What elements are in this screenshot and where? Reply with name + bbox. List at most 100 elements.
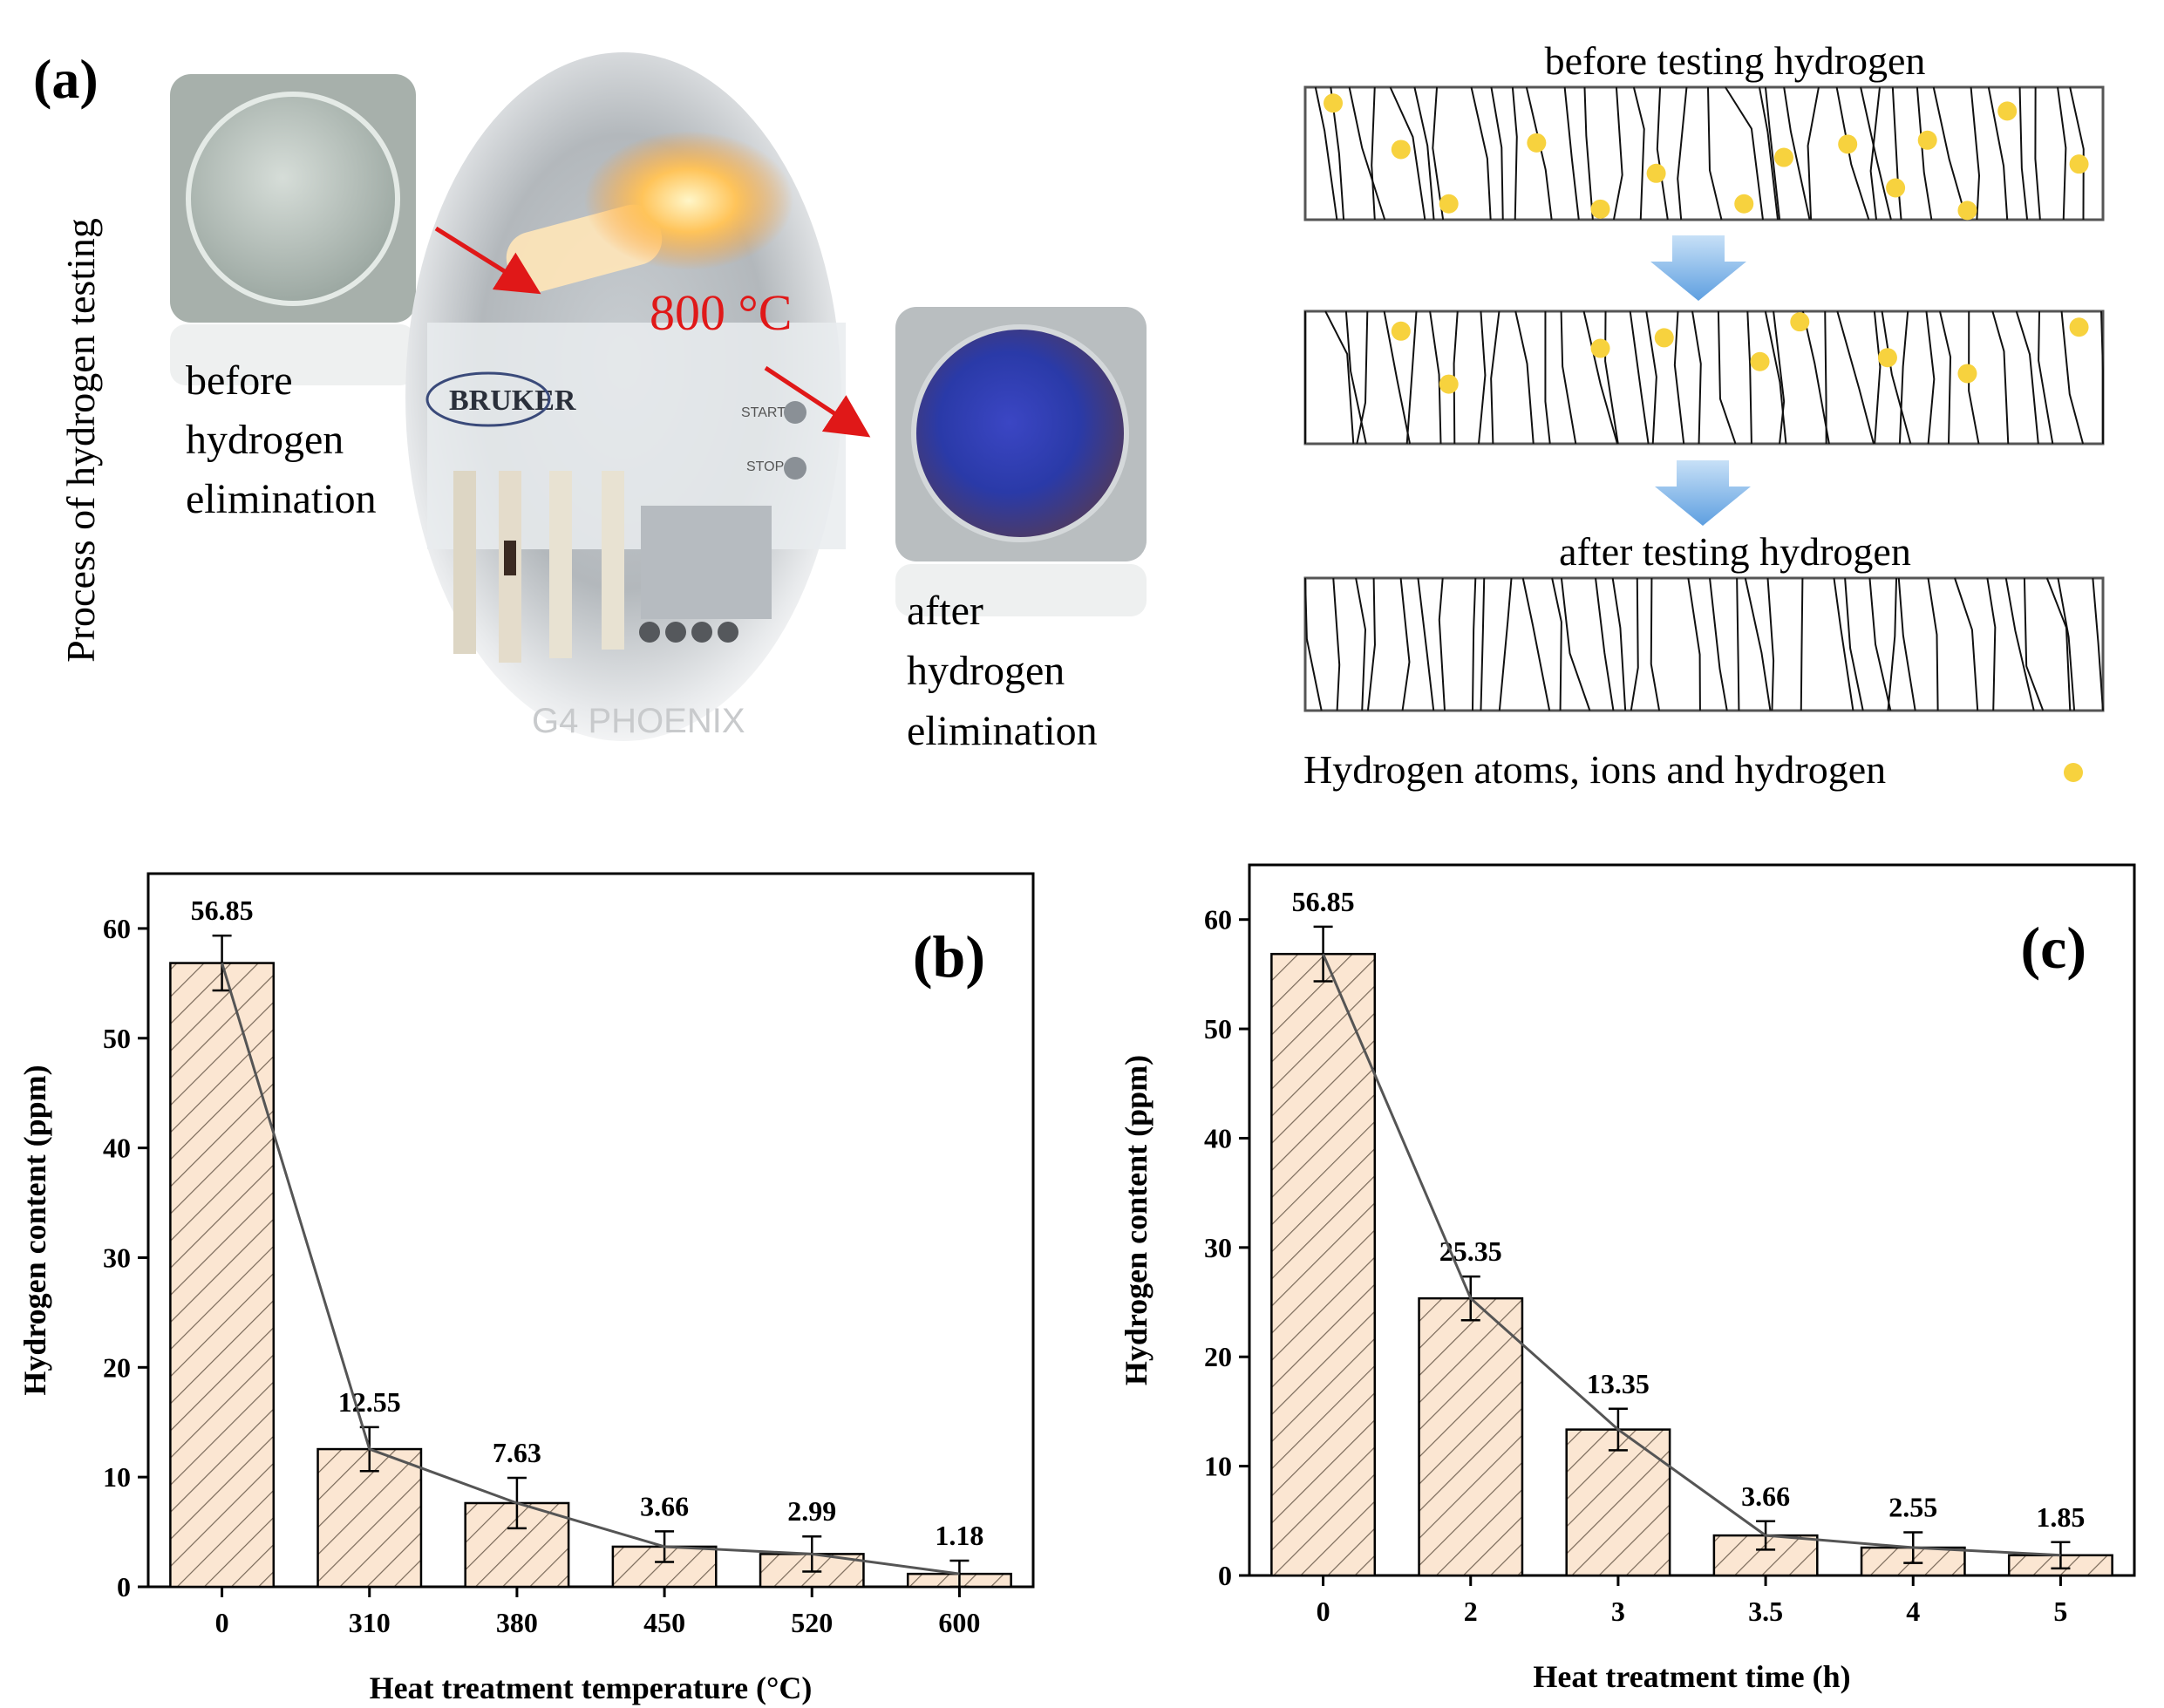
grain-boundary — [1709, 577, 1728, 711]
grain-boundary — [1560, 310, 1577, 445]
grain-boundary — [1736, 577, 1740, 711]
schematic: before testing hydrogen after testing hy… — [1303, 38, 2105, 792]
bar — [1565, 1428, 1671, 1577]
grain-boundary — [1925, 310, 1936, 445]
grain-boundary — [1824, 310, 1827, 445]
data-label: 56.85 — [191, 895, 254, 926]
hydrogen-atom-legend-icon — [2064, 763, 2083, 782]
hydrogen-atom-icon — [1391, 139, 1411, 160]
grain-strip-border — [1303, 85, 2105, 221]
data-label: 25.35 — [1439, 1235, 1502, 1267]
grain-boundary — [1490, 86, 1504, 221]
hydrogen-atom-icon — [1654, 328, 1674, 348]
grain-boundary — [1932, 86, 1968, 221]
after-sample-reflection — [895, 564, 1147, 616]
grain-boundary — [1521, 577, 1551, 711]
red-arrow-in — [434, 226, 541, 295]
furnace-glow — [584, 131, 793, 270]
x-tick-label: 600 — [938, 1607, 980, 1638]
grain-boundary — [1916, 86, 1933, 221]
grain-boundary — [1583, 86, 1594, 221]
grain-boundary — [1389, 86, 1426, 221]
grain-boundary — [1991, 310, 2010, 445]
bar — [1418, 1296, 1524, 1577]
before-sample-reflection — [170, 324, 416, 385]
grain-boundary — [1324, 310, 1355, 445]
grain-boundary — [1478, 310, 1487, 445]
grain-boundary — [1881, 310, 1912, 445]
grain-boundary — [1844, 577, 1864, 711]
hydrogen-atom-icon — [1734, 194, 1754, 214]
data-label: 2.55 — [1888, 1491, 1937, 1522]
grain-strip-border — [1303, 576, 2105, 712]
grain-boundary — [1563, 86, 1580, 221]
grain-boundary — [1673, 310, 1685, 445]
grain-boundary — [1525, 86, 1553, 221]
x-tick-label: 520 — [791, 1607, 833, 1638]
grain-boundary — [1551, 577, 1562, 711]
grain-boundary — [1490, 310, 1501, 445]
grain-boundary — [1887, 577, 1898, 711]
hydrogen-atom-icon — [1527, 133, 1547, 153]
start-label: START — [741, 405, 786, 420]
grain-boundary — [1560, 577, 1591, 711]
grain-boundary — [1413, 86, 1435, 221]
bruker-logo-icon — [425, 371, 551, 427]
grain-boundary — [1453, 310, 1459, 445]
grain-boundary — [1970, 86, 1981, 221]
x-axis-title: Heat treatment time (h) — [1533, 1659, 1850, 1694]
y-tick-label: 30 — [1204, 1232, 1232, 1263]
hydrogen-atom-icon — [1646, 163, 1666, 183]
hydrogen-atom-icon — [1774, 147, 1793, 167]
x-tick-label: 380 — [496, 1607, 538, 1638]
red-arrow-out — [764, 365, 871, 438]
x-tick-label: 5 — [2053, 1596, 2067, 1627]
hydrogen-atom-icon — [1324, 93, 1344, 113]
grain-boundary — [1691, 310, 1702, 445]
grain-boundary — [2057, 577, 2076, 711]
grain-boundary — [1405, 310, 1418, 445]
hydrogen-atom-icon — [1997, 101, 2018, 121]
data-label: 3.66 — [640, 1490, 689, 1521]
grain-boundary — [1438, 577, 1446, 711]
grain-boundary — [1836, 310, 1875, 445]
plot-frame — [1248, 863, 2136, 1577]
grain-boundary — [1868, 577, 1892, 711]
trend-line — [1322, 953, 2061, 1557]
temperature-label: 800 °C — [650, 284, 792, 341]
panel-a: (a) Process of hydrogen testing before h… — [33, 48, 1147, 754]
grain-boundary — [2060, 310, 2085, 445]
bar — [1270, 952, 1377, 1577]
data-label: 7.63 — [493, 1437, 541, 1468]
grain-boundary — [1645, 310, 1657, 445]
hydrogen-atom-icon — [1886, 178, 1906, 198]
grain-boundary — [1399, 577, 1411, 711]
panel-a-side-label: Process of hydrogen testing — [58, 218, 103, 663]
grain-boundary — [2100, 310, 2104, 444]
start-button-icon — [784, 401, 806, 424]
grain-strip-middle — [1303, 310, 2105, 446]
y-tick-label: 20 — [1204, 1341, 1232, 1372]
grain-boundary — [1766, 577, 1775, 711]
grain-boundary — [1630, 577, 1639, 711]
grain-strip-before — [1303, 85, 2105, 221]
data-label: 1.85 — [2036, 1501, 2085, 1533]
grain-boundary — [2015, 310, 2039, 445]
grain-boundary — [1833, 577, 1854, 711]
hydrogen-atom-icon — [1391, 321, 1411, 341]
grain-strip-after — [1303, 576, 2105, 712]
after-sample-disc — [911, 324, 1129, 542]
hydrogen-atom-icon — [1790, 312, 1810, 332]
grain-boundary — [2034, 86, 2041, 221]
grain-boundary — [1873, 310, 1882, 445]
grain-boundary — [1470, 86, 1492, 221]
grain-boundary — [1764, 310, 1787, 445]
after-caption-line-3: elimination — [907, 708, 1098, 754]
x-tick-label: 0 — [1317, 1596, 1330, 1627]
grain-boundary — [1498, 577, 1513, 711]
grain-boundary — [1629, 310, 1650, 445]
before-caption-line-2: hydrogen — [186, 417, 344, 463]
grain-boundary — [1604, 310, 1619, 445]
y-tick-label: 60 — [1204, 904, 1232, 936]
y-tick-label: 0 — [117, 1571, 131, 1603]
